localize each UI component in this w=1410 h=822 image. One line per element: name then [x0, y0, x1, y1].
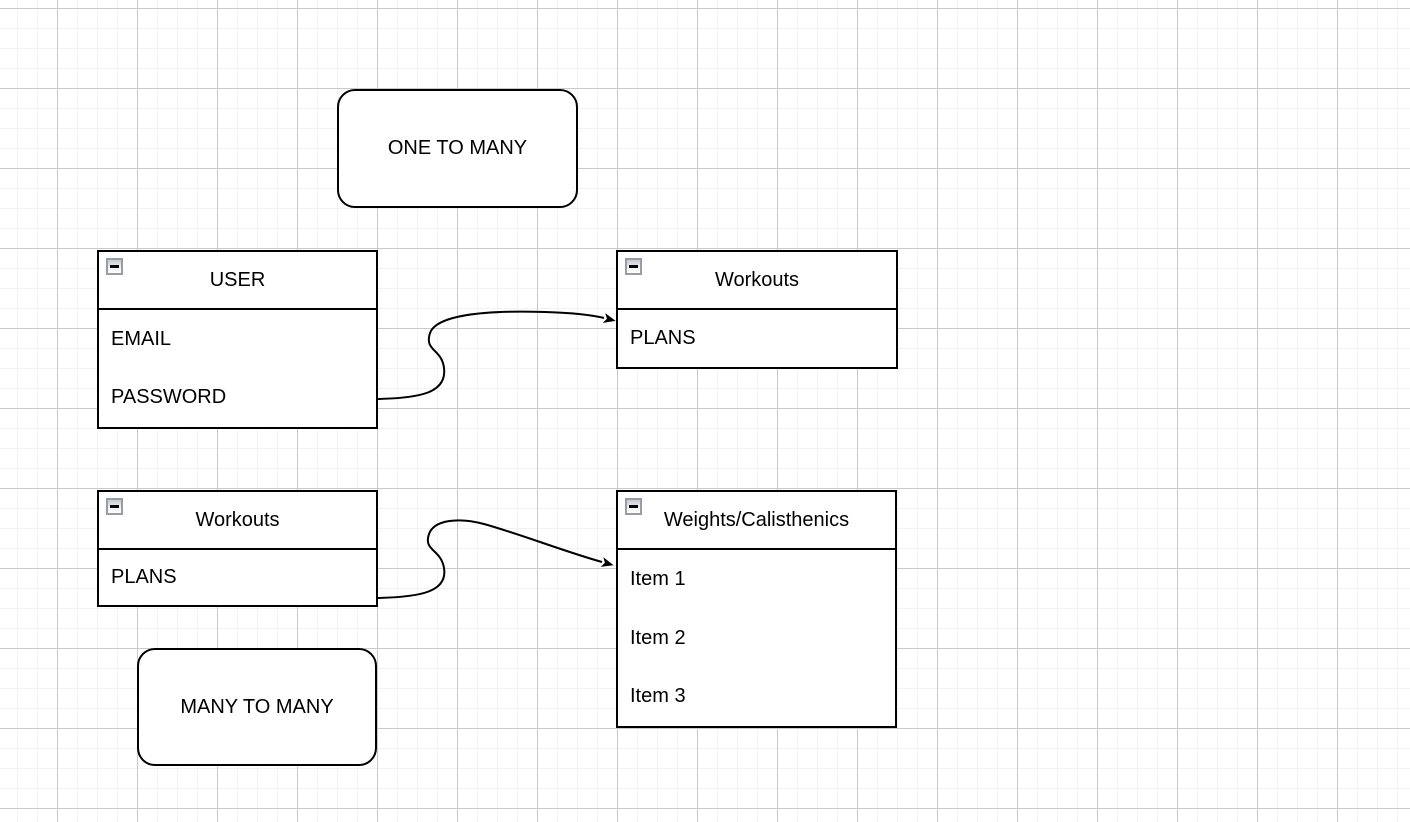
- entity-row-plans[interactable]: PLANS: [111, 566, 177, 588]
- minus-bar: [110, 265, 119, 268]
- entity-workouts-left-header: Workouts: [99, 492, 376, 548]
- entity-row-password[interactable]: PASSWORD: [111, 386, 227, 409]
- collapse-minus-icon[interactable]: [106, 258, 123, 275]
- minus-bar: [110, 505, 119, 508]
- entity-workouts-right-header: Workouts: [618, 252, 896, 308]
- entity-user-header: USER: [99, 252, 376, 308]
- collapse-minus-icon[interactable]: [625, 258, 642, 275]
- entity-workouts-left-body: PLANS: [99, 548, 376, 605]
- entity-workouts-right-title: Workouts: [714, 268, 800, 291]
- entity-weights-calisthenics-header: Weights/Calisthenics: [618, 492, 895, 548]
- minus-bar: [629, 505, 638, 508]
- entity-weights-calisthenics[interactable]: Weights/Calisthenics Item 1 Item 2 Item …: [616, 490, 897, 728]
- entity-user-title: USER: [209, 268, 266, 291]
- note-many-to-many-label: MANY TO MANY: [180, 695, 334, 718]
- entity-user-body: EMAIL PASSWORD: [99, 308, 376, 427]
- entity-row-item-2[interactable]: Item 2: [630, 626, 686, 649]
- collapse-minus-icon[interactable]: [625, 498, 642, 515]
- entity-workouts-right[interactable]: Workouts PLANS: [616, 250, 898, 369]
- entity-row-item-3[interactable]: Item 3: [630, 685, 686, 708]
- entity-weights-calisthenics-title: Weights/Calisthenics: [663, 508, 850, 531]
- entity-workouts-left[interactable]: Workouts PLANS: [97, 490, 378, 607]
- entity-user[interactable]: USER EMAIL PASSWORD: [97, 250, 378, 429]
- note-one-to-many[interactable]: ONE TO MANY: [337, 89, 578, 208]
- entity-row-email[interactable]: EMAIL: [111, 327, 172, 350]
- entity-workouts-right-body: PLANS: [618, 308, 896, 367]
- entity-weights-calisthenics-body: Item 1 Item 2 Item 3: [618, 548, 895, 726]
- connector-workouts-to-weights[interactable]: [377, 519, 614, 599]
- note-many-to-many[interactable]: MANY TO MANY: [137, 648, 377, 766]
- note-one-to-many-label: ONE TO MANY: [387, 137, 528, 159]
- entity-row-plans[interactable]: PLANS: [630, 327, 696, 349]
- connector-user-to-workouts[interactable]: [377, 310, 616, 400]
- entity-row-item-1[interactable]: Item 1: [630, 567, 686, 590]
- minus-bar: [629, 265, 638, 268]
- entity-workouts-left-title: Workouts: [195, 508, 280, 531]
- collapse-minus-icon[interactable]: [106, 498, 123, 515]
